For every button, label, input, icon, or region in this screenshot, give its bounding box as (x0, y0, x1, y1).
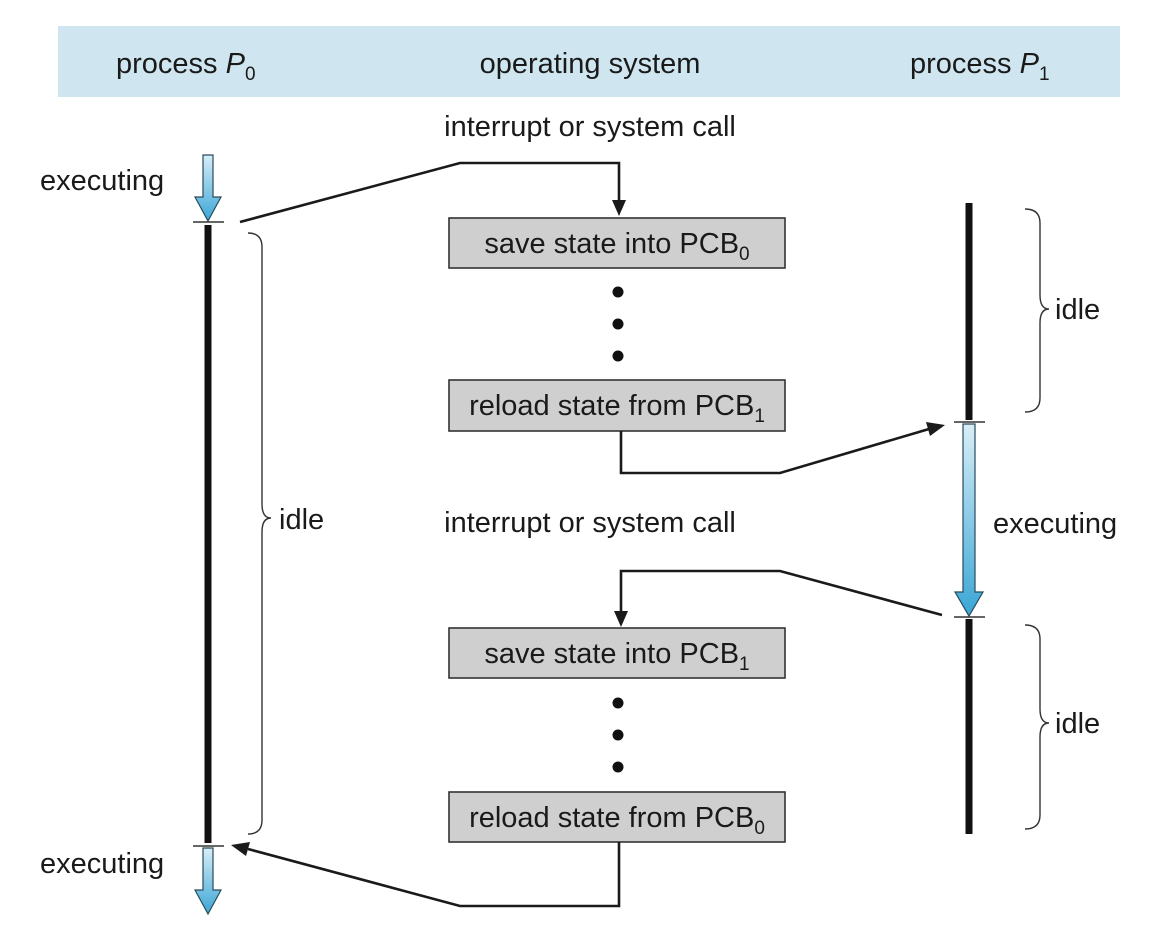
arrow-os-to-p0 (247, 842, 621, 908)
ellipsis-dot (612, 697, 624, 709)
arrowhead-to-p1 (926, 422, 945, 436)
executing-arrow-p0-bottom (193, 847, 223, 916)
idle-brace-p1-top (1024, 208, 1050, 413)
arrow-p0-to-os (239, 161, 621, 224)
ellipsis-dot (612, 350, 624, 362)
header-operating-system: operating system (480, 48, 701, 80)
idle-brace-p1-bottom (1024, 624, 1050, 830)
ellipsis-dot (612, 729, 624, 741)
box-save-state-pcb0-text: save state into PCB0 (484, 228, 749, 265)
ellipsis-dot (612, 318, 624, 330)
box-reload-state-pcb1-text: reload state from PCB1 (469, 390, 765, 427)
interrupt-label-mid: interrupt or system call (444, 507, 736, 539)
idle-brace-p0 (247, 232, 272, 835)
box-reload-state-pcb0 (448, 791, 786, 843)
arrow-p1-to-os (619, 569, 943, 617)
box-save-state-pcb1-text: save state into PCB1 (484, 638, 749, 675)
box-reload-state-pcb1 (448, 379, 786, 432)
executing-arrow-p0-top (193, 154, 223, 223)
interrupt-label-top: interrupt or system call (444, 111, 736, 143)
header-process-p1: process P1 (910, 48, 1050, 85)
executing-label-p0-bottom: executing (40, 848, 164, 880)
header-process-p0: process P0 (116, 48, 256, 85)
arrowhead-to-save-pcb0 (612, 200, 626, 216)
idle-label-p1-top: idle (1055, 294, 1100, 326)
box-save-state-pcb1 (448, 627, 786, 679)
executing-label-p1: executing (993, 508, 1117, 540)
arrow-os-to-p1 (619, 427, 930, 475)
executing-arrow-p1 (953, 423, 985, 618)
ellipsis-dot (612, 761, 624, 773)
box-save-state-pcb0 (448, 217, 786, 269)
header-band (58, 26, 1120, 97)
idle-label-p0: idle (279, 504, 324, 536)
box-reload-state-pcb0-text: reload state from PCB0 (469, 802, 765, 839)
idle-label-p1-bottom: idle (1055, 708, 1100, 740)
executing-label-p0-top: executing (40, 165, 164, 197)
arrowhead-to-p0 (231, 842, 250, 856)
ellipsis-dot (612, 286, 624, 298)
arrowhead-to-save-pcb1 (614, 611, 628, 627)
